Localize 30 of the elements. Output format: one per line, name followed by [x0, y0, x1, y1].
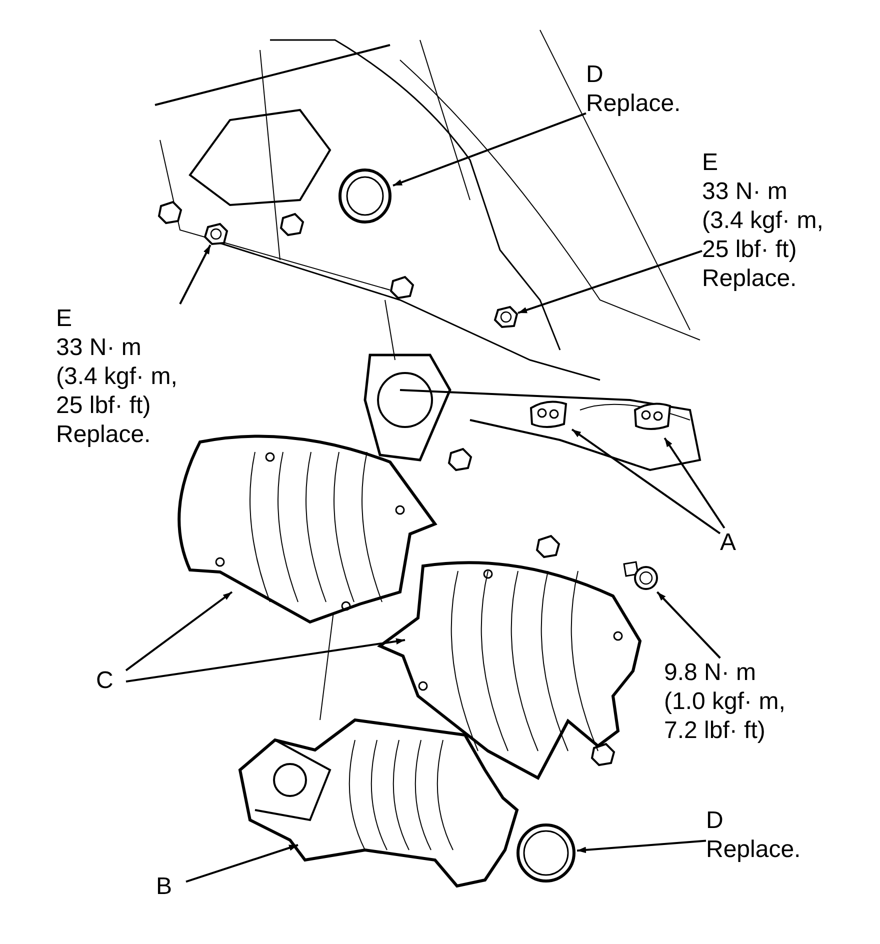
callout-text: Replace. — [56, 420, 152, 449]
callout-text: E — [702, 148, 720, 177]
callout-text: (1.0 kgf· m, — [664, 687, 786, 716]
callout-text: Replace. — [706, 835, 802, 864]
callout-text: 25 lbf· ft) — [702, 235, 798, 264]
callout-text: D — [586, 60, 604, 89]
leader-arrow — [576, 840, 706, 854]
callout-text: A — [720, 528, 738, 557]
callout-text: Replace. — [702, 264, 798, 293]
callout-text: (3.4 kgf· m, — [56, 362, 178, 391]
leader-arrow — [571, 428, 721, 534]
callout-text: (3.4 kgf· m, — [702, 206, 824, 235]
callout-text: C — [96, 666, 114, 695]
callout-text: 9.8 N· m — [664, 658, 758, 687]
leader-arrow — [186, 844, 298, 883]
callout-text: 33 N· m — [702, 177, 788, 206]
callout-text: 33 N· m — [56, 333, 142, 362]
callout-text: 7.2 lbf· ft) — [664, 716, 766, 745]
leader-arrow — [656, 591, 721, 659]
callout-text: D — [706, 806, 724, 835]
leader-arrow — [518, 250, 702, 314]
leader-arrow — [126, 638, 406, 683]
leader-arrow — [664, 437, 726, 529]
callout-text: 25 lbf· ft) — [56, 391, 152, 420]
leader-arrow — [125, 591, 233, 672]
callout-text: Replace. — [586, 89, 682, 118]
callout-text: E — [56, 304, 74, 333]
callout-text: B — [156, 872, 174, 901]
leader-arrow — [392, 112, 586, 186]
leader-arrow — [179, 244, 212, 304]
